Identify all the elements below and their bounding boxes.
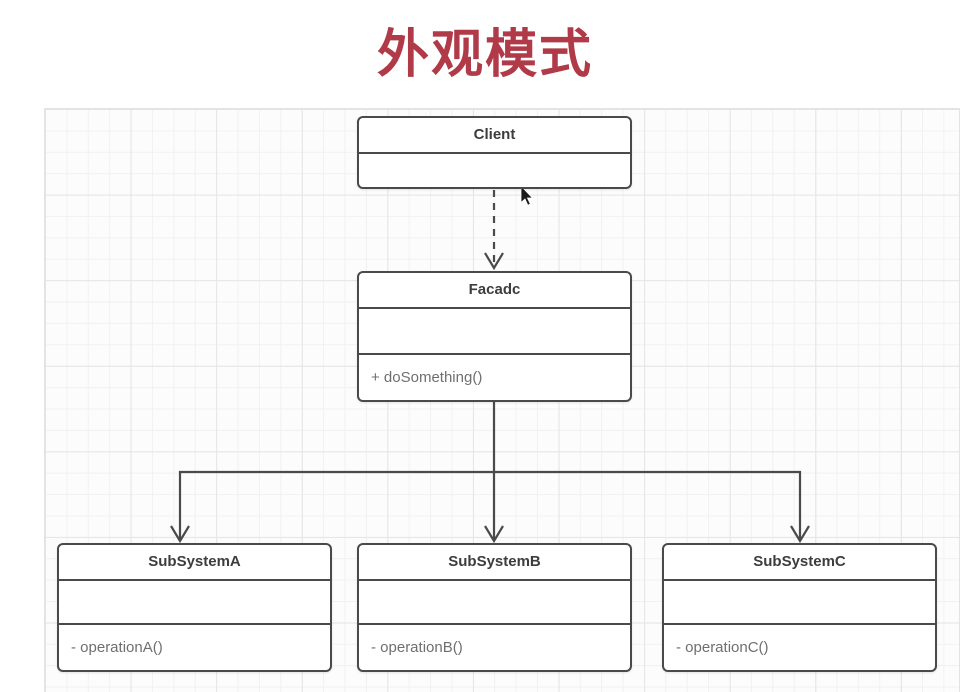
- class-attributes-empty: [359, 309, 630, 355]
- class-method: - operationA(): [71, 639, 163, 656]
- class-name: Client: [359, 118, 630, 154]
- class-box-client[interactable]: Client: [357, 116, 632, 189]
- class-name: SubSystemC: [664, 545, 935, 581]
- class-attributes-empty: [359, 581, 630, 625]
- class-box-subsystem-b[interactable]: SubSystemB - operationB(): [357, 543, 632, 672]
- class-method: - operationC(): [676, 639, 769, 656]
- class-method: + doSomething(): [371, 369, 483, 386]
- class-attributes-empty: [359, 154, 630, 187]
- page-title: 外观模式: [376, 26, 593, 84]
- class-box-subsystem-a[interactable]: SubSystemA - operationA(): [57, 543, 332, 672]
- class-attributes-empty: [664, 581, 935, 625]
- class-name: SubSystemA: [59, 545, 330, 581]
- class-box-facade[interactable]: Facadc + doSomething(): [357, 271, 632, 402]
- class-box-subsystem-c[interactable]: SubSystemC - operationC(): [662, 543, 937, 672]
- class-method: - operationB(): [371, 639, 463, 656]
- class-name: Facadc: [359, 273, 630, 309]
- class-name: SubSystemB: [359, 545, 630, 581]
- class-attributes-empty: [59, 581, 330, 625]
